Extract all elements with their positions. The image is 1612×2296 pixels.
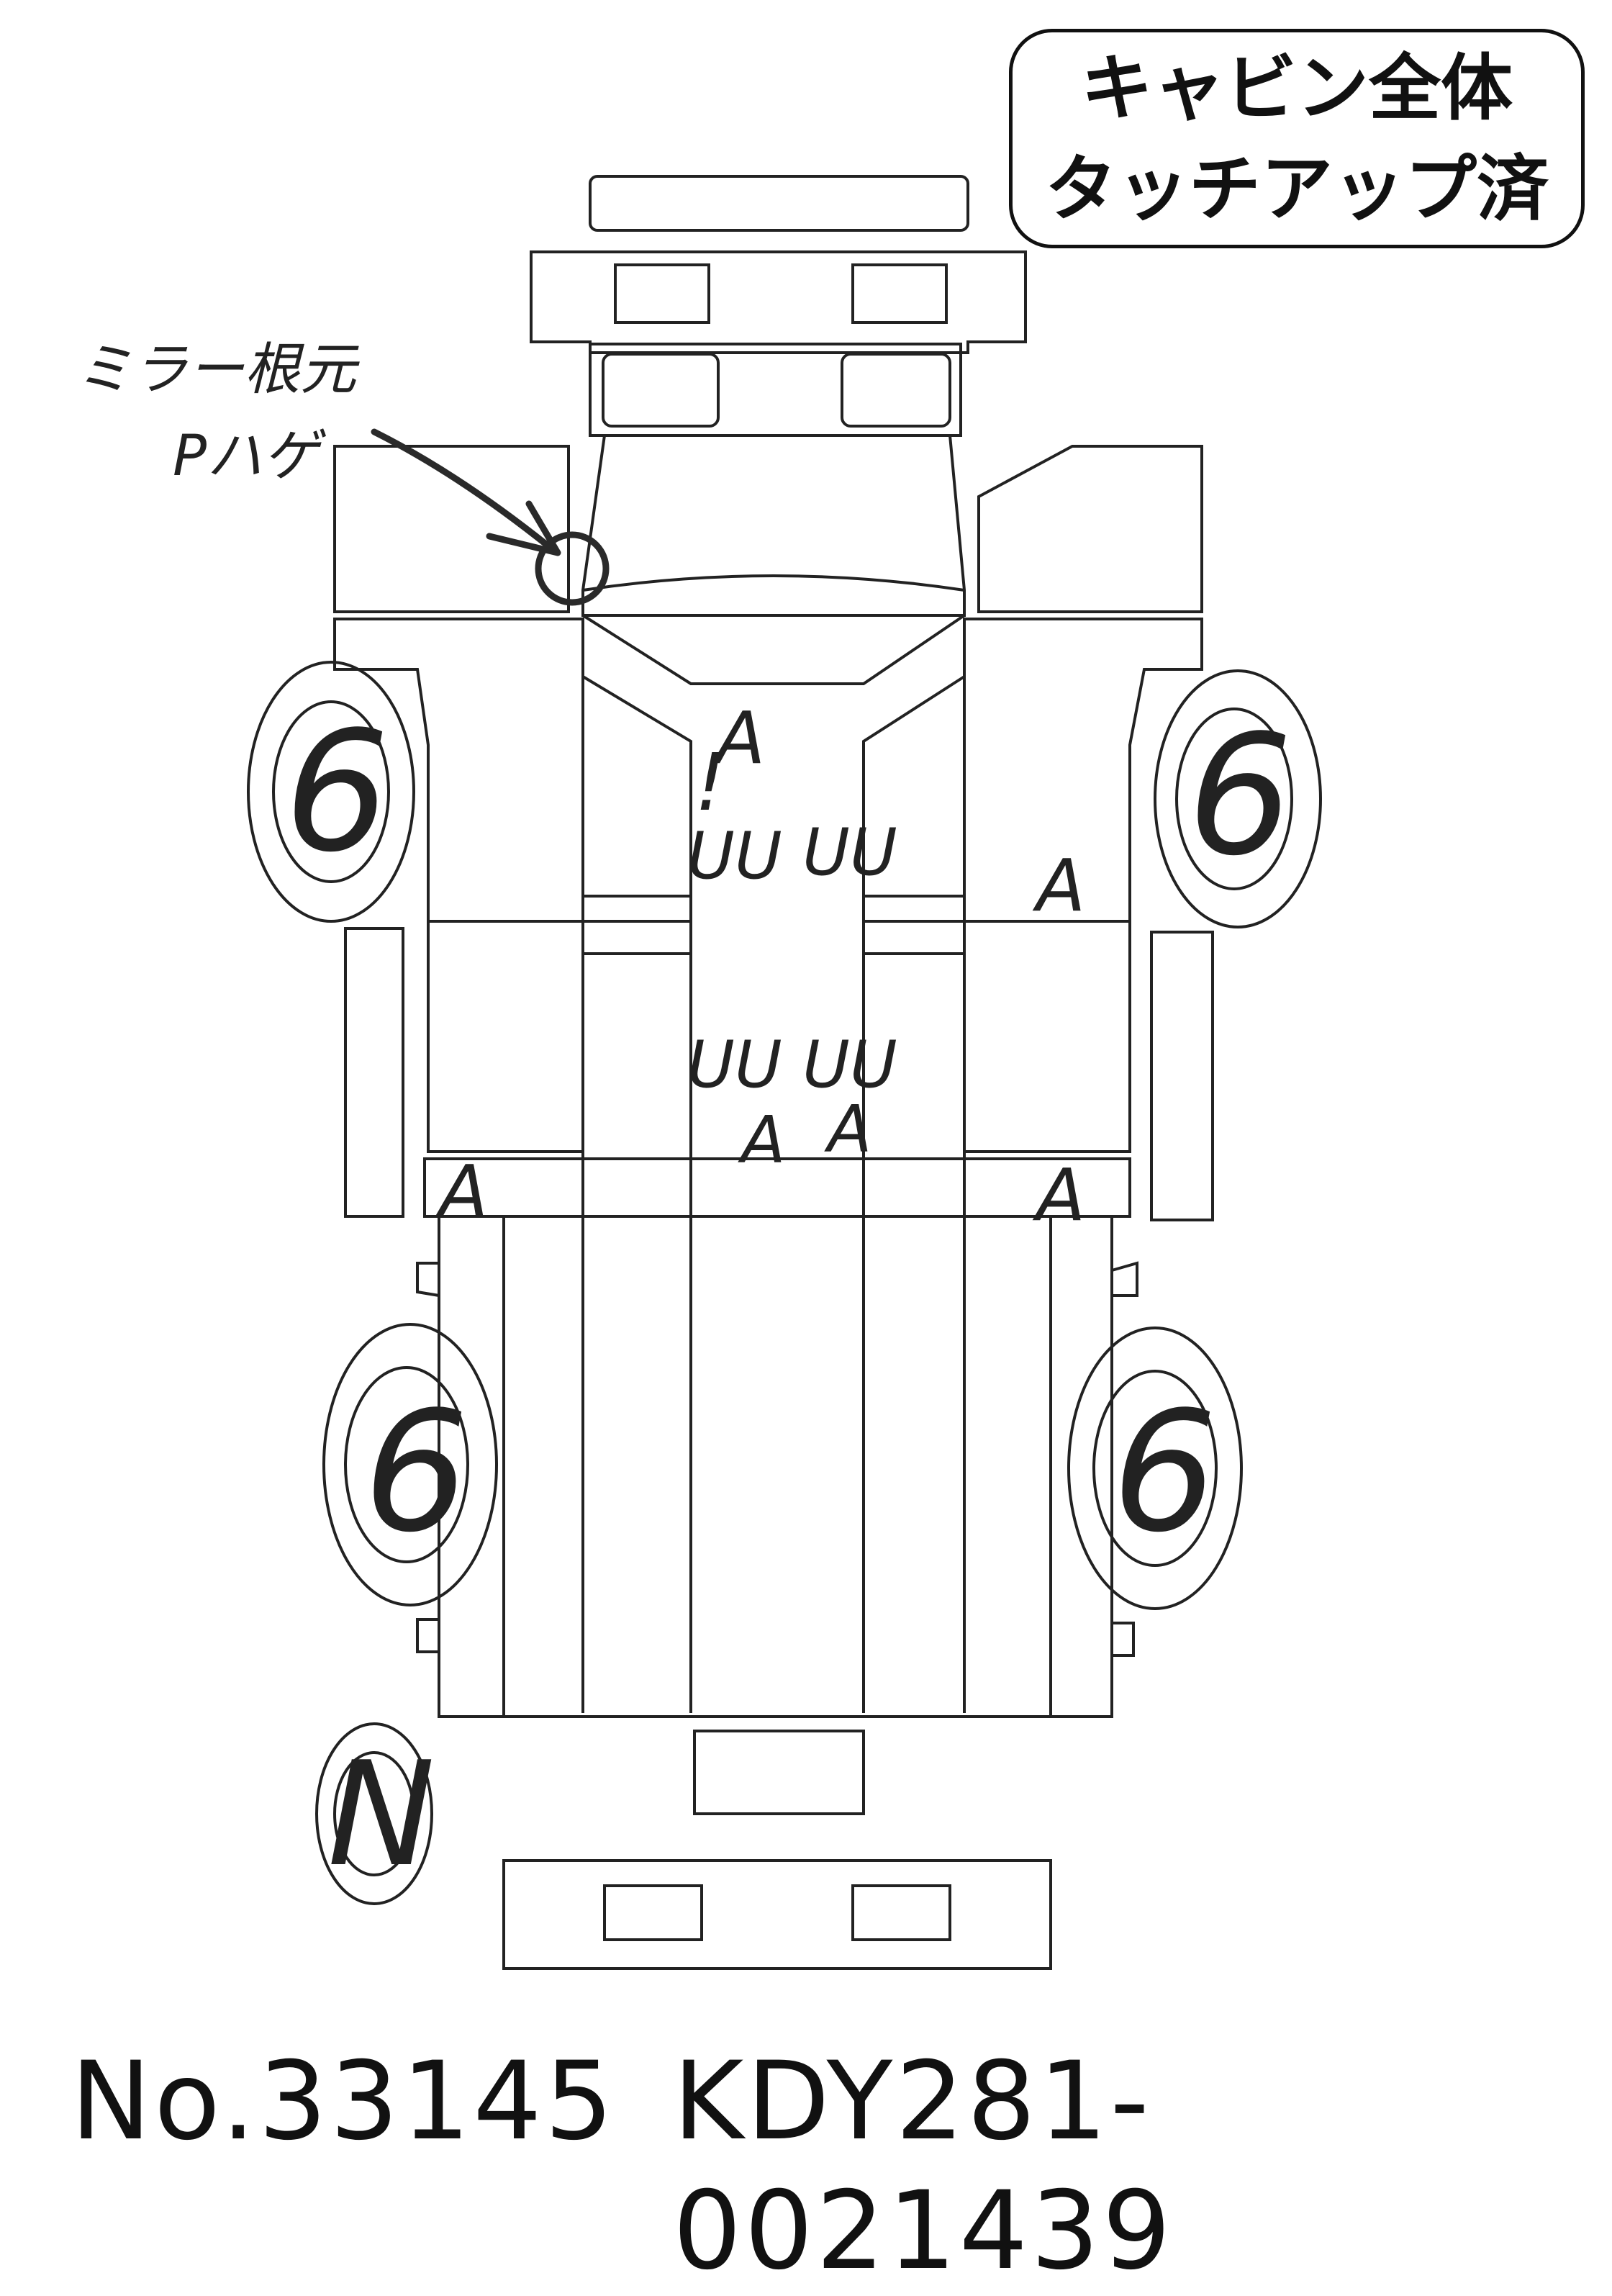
- tire-rear-right: [1067, 1326, 1243, 1610]
- damage-right-crossbar: A: [1032, 1153, 1085, 1237]
- damage-bolts-front-left: UU: [687, 818, 782, 894]
- rear-deck: [438, 1215, 1113, 1718]
- spare-tire-mark: N: [327, 1731, 435, 1899]
- outline-stroke: [1067, 1326, 1243, 1610]
- damage-bolts-front-right: UU: [802, 815, 897, 890]
- outline-stroke: [416, 1262, 440, 1297]
- spare-tire: [315, 1722, 433, 1905]
- left-skirt: [344, 927, 404, 1218]
- touch-up-note-box: キャビン全体 タッチアップ済: [1009, 29, 1585, 248]
- right-door: [977, 445, 1203, 613]
- front-lamp-left: [614, 263, 710, 324]
- front-panel: [530, 250, 1027, 354]
- cab-roof: [581, 434, 966, 617]
- outline-stroke: [272, 700, 390, 883]
- outline-stroke: [344, 1366, 469, 1563]
- front-bumper: [589, 175, 969, 232]
- cab-rear: [581, 614, 966, 685]
- note-line-2: タッチアップ済: [1045, 147, 1549, 231]
- damage-frame-mid-right: A: [824, 1092, 872, 1167]
- windshield-frame: [589, 343, 962, 437]
- outline-stroke: [322, 1323, 498, 1606]
- tire-front-right-mark: 6: [1187, 700, 1292, 892]
- outline-stroke: [247, 661, 415, 923]
- rear-lamp-right: [851, 1884, 951, 1941]
- annotation-line1: ミラー根元: [76, 338, 360, 402]
- tire-front-left-mark: 6: [284, 697, 389, 889]
- outline-stroke: [315, 1722, 433, 1905]
- cab-roof-curve: [582, 574, 965, 592]
- note-line-1: キャビン全体: [1081, 46, 1513, 130]
- outline-stroke: [1092, 1370, 1218, 1567]
- left-door: [333, 445, 570, 613]
- rear-lamp-box: [693, 1730, 865, 1815]
- damage-frame-front: A: [712, 696, 765, 780]
- tire-rear-left-mark: 6: [363, 1377, 468, 1569]
- rear-lamp-left: [603, 1884, 703, 1941]
- left-body-upper: [333, 618, 584, 923]
- rear-bumper: [502, 1859, 1052, 1970]
- right-skirt: [1150, 931, 1214, 1221]
- outline-stroke: [1175, 708, 1293, 890]
- tire-rear-right-mark: 6: [1112, 1377, 1217, 1569]
- damage-bolts-mid-left: UU: [687, 1027, 782, 1103]
- outline-stroke: [1112, 1622, 1135, 1657]
- damage-bolts-mid-right: UU: [802, 1027, 897, 1103]
- damage-prefix: !: [694, 736, 726, 828]
- damage-left-crossbar: A: [435, 1149, 488, 1234]
- front-lamp-right: [851, 263, 948, 324]
- outline-stroke: [333, 1751, 415, 1876]
- frame-front-left: [581, 675, 692, 885]
- outline-stroke: [1111, 1261, 1138, 1297]
- annotation-arrow: [371, 428, 558, 554]
- damage-frame-mid-left: A: [738, 1103, 786, 1178]
- right-body-mid: [964, 921, 1131, 1153]
- mirror-base-circle: [535, 531, 610, 606]
- left-body-mid: [427, 921, 583, 1153]
- damage-right-body-mid: A: [1032, 844, 1085, 928]
- tire-front-right: [1154, 669, 1322, 928]
- outline-stroke: [416, 1618, 439, 1653]
- reference-number: No.33145: [71, 2039, 617, 2164]
- windshield-right: [841, 353, 951, 428]
- tire-rear-left: [322, 1323, 498, 1606]
- vehicle-id-number: KDY281-0021439: [673, 2039, 1174, 2294]
- annotation-line2: Pハゲ: [173, 424, 326, 489]
- outline-stroke: [1154, 669, 1322, 928]
- outline-stroke: [486, 500, 561, 556]
- windshield-left: [602, 353, 720, 428]
- tire-front-left: [247, 661, 415, 923]
